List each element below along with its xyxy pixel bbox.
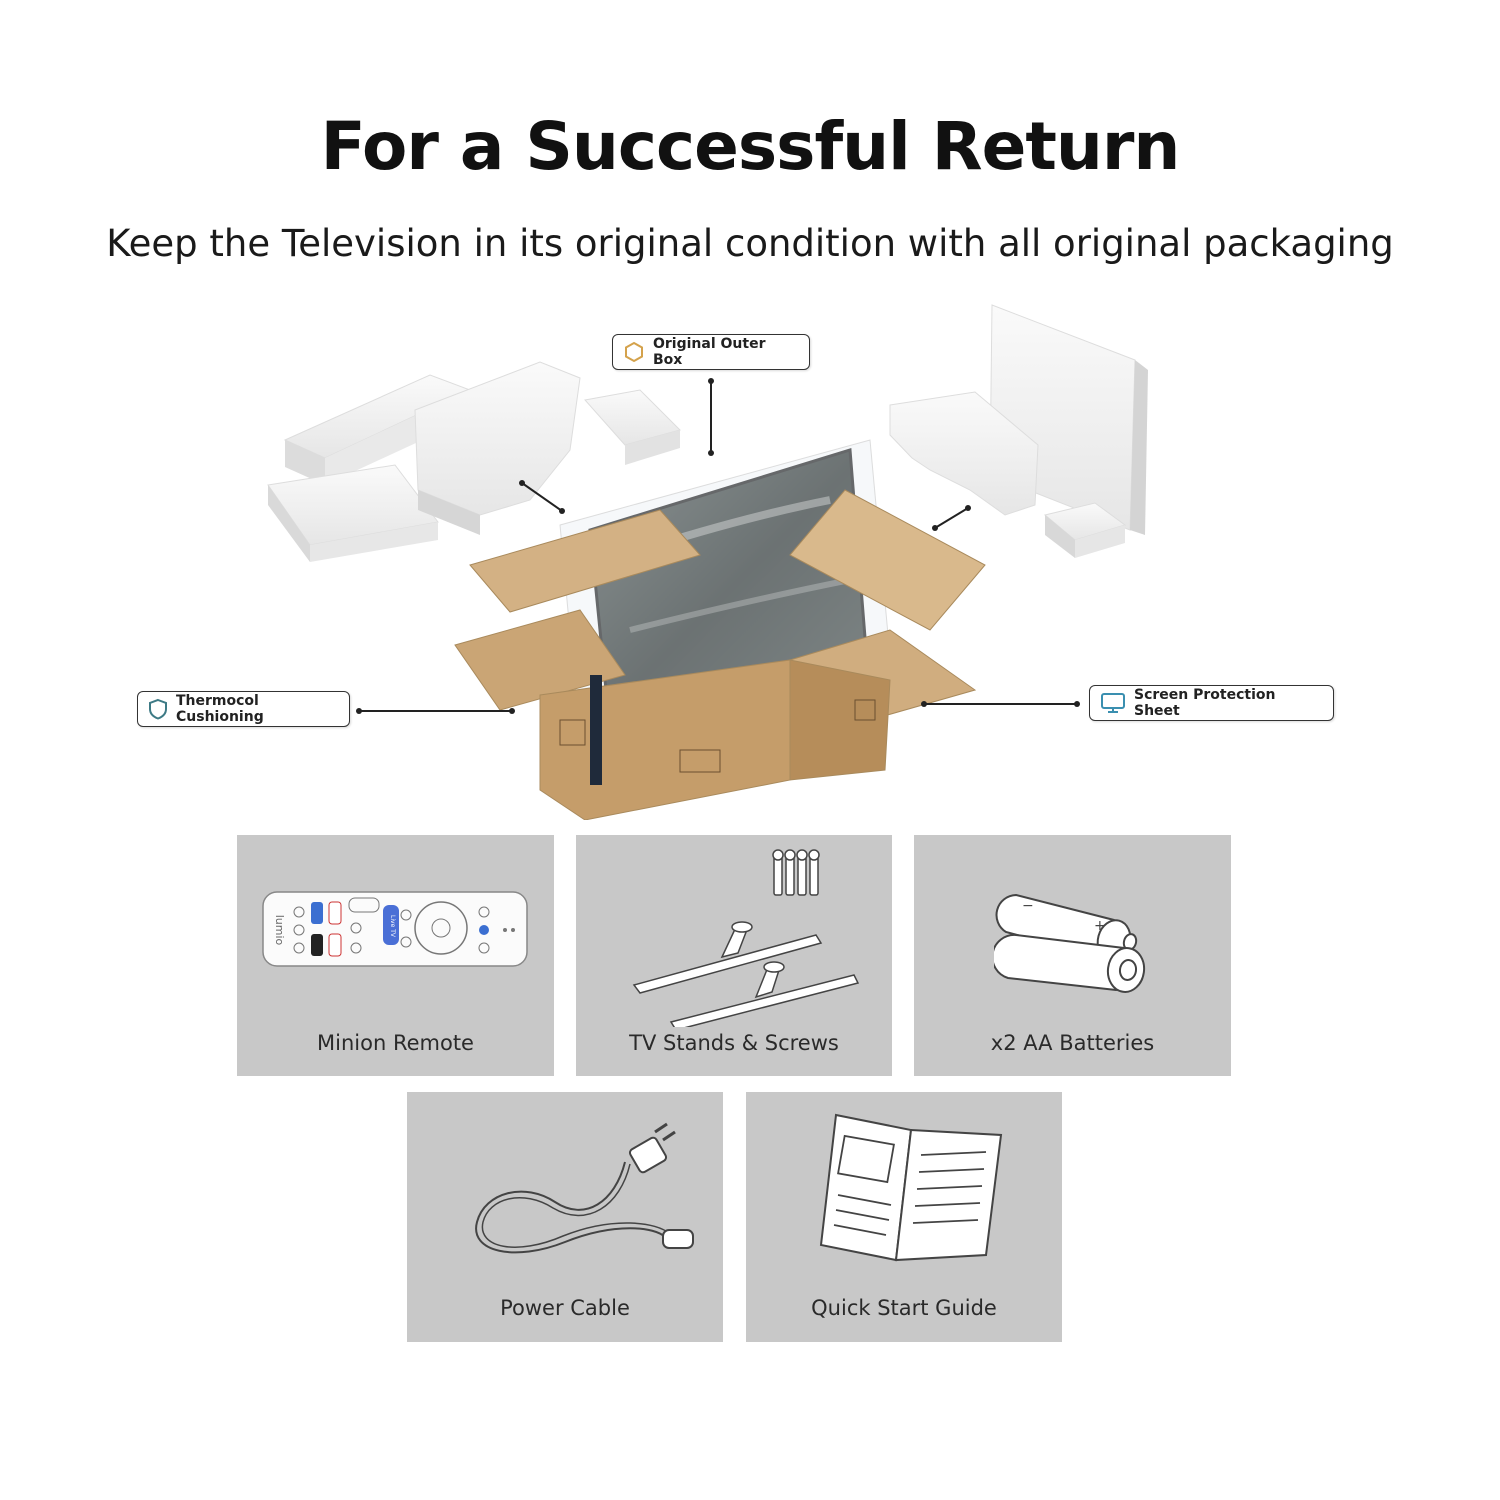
- item-tile-guide: Quick Start Guide: [746, 1092, 1062, 1342]
- booklet-icon: [819, 1113, 1003, 1262]
- item-label: Minion Remote: [317, 1031, 474, 1055]
- connector-dot: [1074, 701, 1080, 707]
- remote-icon: lumio Live TV: [262, 891, 528, 967]
- connector-dot: [921, 701, 927, 707]
- remote-brand-text: lumio: [273, 915, 286, 946]
- item-label: Quick Start Guide: [811, 1296, 997, 1320]
- page-subtitle: Keep the Television in its original cond…: [106, 222, 1394, 265]
- callout-outer-box: Original Outer Box: [612, 334, 810, 370]
- item-tile-batteries: + − x2 AA Batteries: [914, 835, 1231, 1076]
- foam-blocks-right: [889, 304, 1148, 558]
- item-label: TV Stands & Screws: [629, 1031, 839, 1055]
- tv-stand-icon: [632, 849, 860, 1027]
- callout-cushioning-label: Thermocol Cushioning: [176, 693, 264, 725]
- monitor-icon: [1101, 693, 1125, 713]
- foam-blocks-left: [267, 361, 681, 562]
- cardboard-box: [454, 489, 986, 820]
- callout-screen-sheet-label: Screen Protection Sheet: [1134, 687, 1276, 719]
- connector-dot: [708, 450, 714, 456]
- connector-outer-box: [710, 382, 712, 454]
- callout-outer-box-label: Original Outer Box: [653, 336, 766, 368]
- connector-dot: [356, 708, 362, 714]
- hexagon-icon: [625, 341, 643, 363]
- callout-screen-sheet: Screen Protection Sheet: [1089, 685, 1334, 721]
- callout-cushioning: Thermocol Cushioning: [137, 691, 350, 727]
- item-label: x2 AA Batteries: [990, 1031, 1155, 1055]
- connector-dot: [509, 708, 515, 714]
- svg-text:−: −: [1022, 898, 1034, 914]
- page-title: For a Successful Return: [320, 108, 1181, 185]
- item-label: Power Cable: [500, 1296, 630, 1320]
- packaging-illustration: [267, 304, 1148, 820]
- connector-screen-sheet: [925, 703, 1077, 705]
- item-tile-stands: TV Stands & Screws: [576, 835, 892, 1076]
- battery-icon: + −: [994, 893, 1146, 993]
- power-cable-icon: [475, 1122, 694, 1254]
- remote-live-tv-text: Live TV: [389, 915, 396, 938]
- shield-icon: [149, 698, 167, 720]
- connector-cushioning: [360, 710, 512, 712]
- connector-dot: [708, 378, 714, 384]
- svg-text:+: +: [1094, 918, 1106, 934]
- item-tile-power-cable: Power Cable: [407, 1092, 723, 1342]
- item-tile-remote: lumio Live TV Minion Remote: [237, 835, 554, 1076]
